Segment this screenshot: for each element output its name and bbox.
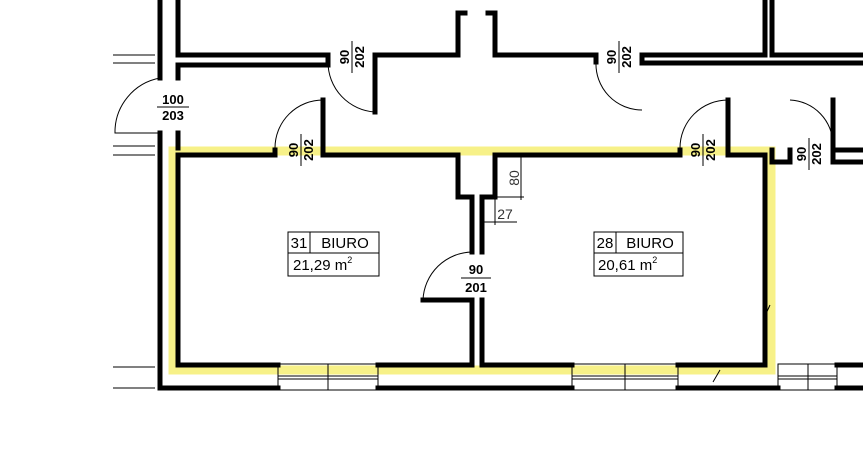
- tick-mark: [712, 369, 721, 383]
- svg-text:90: 90: [794, 147, 809, 161]
- svg-text:203: 203: [162, 108, 184, 123]
- svg-text:80: 80: [506, 170, 522, 186]
- selected-area-highlight[interactable]: [168, 146, 776, 375]
- windows: [113, 54, 838, 391]
- door-label-room31: 90 202: [286, 134, 316, 166]
- door-label-corridor-left: 90 202: [337, 41, 367, 73]
- room-tag-28[interactable]: 28 BIURO 20,61 m2: [593, 231, 684, 277]
- svg-text:100: 100: [162, 92, 184, 107]
- tick-mark: [763, 304, 771, 319]
- svg-text:90: 90: [469, 262, 483, 277]
- svg-text:201: 201: [465, 280, 487, 295]
- door-swings: [114, 61, 834, 301]
- svg-text:20,61 m2: 20,61 m2: [598, 255, 657, 274]
- svg-text:28: 28: [597, 235, 614, 252]
- room-tag-31[interactable]: 31 BIURO 21,29 m2: [287, 231, 380, 277]
- svg-text:202: 202: [352, 46, 367, 68]
- svg-text:BIURO: BIURO: [626, 235, 674, 252]
- svg-text:90: 90: [286, 143, 301, 157]
- door-label-next-room: 90 202: [794, 138, 824, 170]
- svg-text:202: 202: [703, 139, 718, 161]
- dimension-27: 27: [482, 198, 517, 225]
- door-label-connecting: 90 201: [461, 262, 491, 295]
- door-label-entry: 100 203: [157, 92, 189, 123]
- svg-text:21,29 m2: 21,29 m2: [293, 255, 352, 274]
- door-label-corridor-right: 90 202: [604, 41, 634, 73]
- svg-text:90: 90: [604, 50, 619, 64]
- svg-text:90: 90: [337, 50, 352, 64]
- svg-text:BIURO: BIURO: [321, 235, 369, 252]
- door-label-room28: 90 202: [688, 134, 718, 166]
- svg-text:202: 202: [619, 46, 634, 68]
- svg-text:27: 27: [497, 206, 513, 222]
- walls: [157, 0, 863, 391]
- dimension-80: 80: [497, 153, 524, 200]
- svg-text:31: 31: [291, 235, 308, 252]
- svg-text:202: 202: [809, 143, 824, 165]
- svg-text:90: 90: [688, 143, 703, 157]
- svg-text:202: 202: [301, 139, 316, 161]
